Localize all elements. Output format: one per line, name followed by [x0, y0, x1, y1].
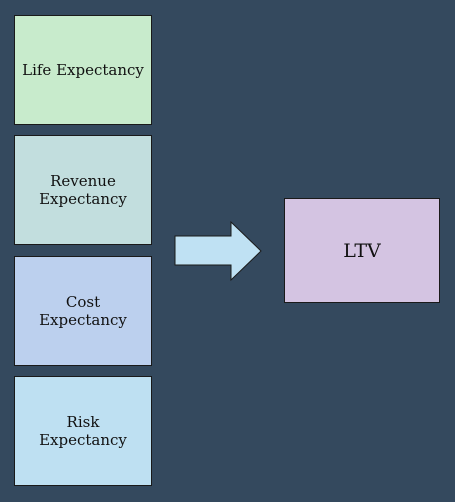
ltv-label: LTV — [343, 239, 381, 262]
life-expectancy-box: Life Expectancy — [14, 15, 152, 125]
risk-expectancy-box: Risk Expectancy — [14, 376, 152, 486]
revenue-expectancy-label: Revenue Expectancy — [39, 172, 127, 208]
risk-expectancy-label: Risk Expectancy — [39, 413, 127, 449]
cost-expectancy-box: Cost Expectancy — [14, 256, 152, 366]
revenue-expectancy-box: Revenue Expectancy — [14, 135, 152, 245]
cost-expectancy-label: Cost Expectancy — [39, 293, 127, 329]
life-expectancy-label: Life Expectancy — [22, 61, 144, 79]
arrow-shape — [174, 220, 262, 282]
right-arrow-icon — [174, 220, 262, 282]
ltv-box: LTV — [284, 198, 440, 303]
